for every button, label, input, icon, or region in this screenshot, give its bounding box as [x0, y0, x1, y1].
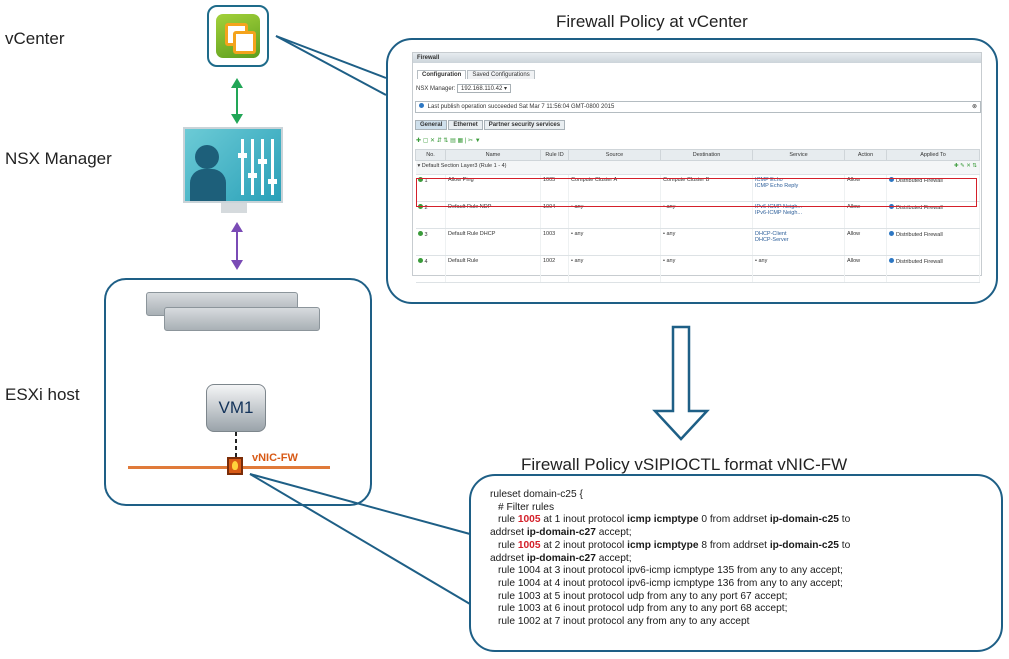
section-row[interactable]: ▾ Default Section Layer3 (Rule 1 - 4)✚ ✎…	[415, 160, 980, 175]
ruleset-rule-4: rule 1004 at 4 inout protocol ipv6-icmp …	[498, 577, 843, 589]
ruleset-line: ruleset domain-c25 {	[490, 489, 583, 500]
ruleset-bubble	[469, 474, 1003, 652]
ruleset-rule-2-cont: addrset ip-domain-c27 accept;	[490, 552, 632, 564]
col-rule-id[interactable]: Rule ID	[540, 149, 569, 161]
col-source[interactable]: Source	[568, 149, 661, 161]
subtab-partner[interactable]: Partner security services	[483, 120, 566, 130]
ruleset-rule-7: rule 1002 at 7 inout protocol any from a…	[498, 616, 750, 628]
ruleset-rule-5: rule 1003 at 5 inout protocol udp from a…	[498, 590, 788, 602]
vm1-box: VM1	[206, 384, 266, 432]
nsx-manager-label: NSX Manager	[5, 149, 112, 168]
server-icon-2	[164, 307, 320, 331]
col-name[interactable]: Name	[445, 149, 541, 161]
vnic-fw-label: vNIC-FW	[252, 452, 298, 464]
esxi-host-label: ESXi host	[5, 385, 80, 404]
toolbar-icons[interactable]: ✚ ▢ ✕ ⇵ ⇅ ▤ ▦ | ✂ ▼	[416, 138, 481, 144]
down-arrow-icon	[652, 325, 710, 441]
rule-highlight	[416, 178, 977, 207]
ruleset-rule-2: rule 1005 at 2 inout protocol icmp icmpt…	[498, 539, 851, 551]
esxi-host-box	[104, 278, 372, 506]
fw-policy-vcenter-title: Firewall Policy at vCenter	[556, 12, 748, 31]
close-icon[interactable]: ⊗	[971, 104, 977, 110]
section-actions[interactable]: ✚ ✎ ✕ ⇅	[953, 163, 977, 169]
vcenter-label: vCenter	[5, 29, 65, 48]
vm-vnic-link	[235, 432, 237, 458]
ruleset-rule-6: rule 1003 at 6 inout protocol udp from a…	[498, 603, 788, 615]
ruleset-comment: # Filter rules	[498, 501, 555, 513]
tab-saved-configurations[interactable]: Saved Configurations	[467, 70, 535, 79]
col-no[interactable]: No.	[415, 149, 446, 161]
firewall-header: Firewall	[413, 53, 981, 63]
info-icon	[419, 103, 424, 108]
tab-configuration[interactable]: Configuration	[417, 70, 467, 79]
ruleset-rule-1-cont: addrset ip-domain-c27 accept;	[490, 527, 632, 539]
nsx-manager-field-label: NSX Manager:	[416, 86, 456, 92]
ruleset-text: ruleset domain-c25 { # Filter rules rule…	[490, 489, 990, 629]
ruleset-rule-3: rule 1004 at 3 inout protocol ipv6-icmp …	[498, 565, 843, 577]
subtab-general[interactable]: General	[415, 120, 448, 130]
table-row[interactable]: 1 Allow Ping 1005 Compute Cluster A Comp…	[415, 174, 980, 202]
fw-policy-vsip-title: Firewall Policy vSIPIOCTL format vNIC-FW	[521, 455, 848, 474]
col-service[interactable]: Service	[752, 149, 845, 161]
col-applied-to[interactable]: Applied To	[886, 149, 980, 161]
rules-table: No. Name Rule ID Source Destination Serv…	[415, 149, 980, 283]
table-row[interactable]: 4 Default Rule 1002 • any • any • any Al…	[415, 255, 980, 283]
col-action[interactable]: Action	[844, 149, 887, 161]
nsx-manager-icon	[183, 127, 283, 213]
subtab-ethernet[interactable]: Ethernet	[448, 120, 483, 130]
publish-message: Last publish operation succeeded Sat Mar…	[427, 104, 615, 110]
table-header-row: No. Name Rule ID Source Destination Serv…	[415, 149, 980, 161]
table-row[interactable]: 3 Default Rule DHCP 1003 • any • any DHC…	[415, 228, 980, 256]
firewall-icon	[227, 457, 243, 475]
section-label: Default Section Layer3 (Rule 1 - 4)	[421, 163, 507, 169]
nsx-esxi-arrow	[231, 222, 243, 270]
vcenter-icon	[207, 5, 269, 67]
nsx-manager-select[interactable]: 192.168.110.42 ▾	[457, 84, 511, 93]
col-destination[interactable]: Destination	[660, 149, 753, 161]
vcenter-nsx-arrow	[231, 78, 243, 124]
enabled-icon	[417, 177, 423, 182]
ruleset-rule-1: rule 1005 at 1 inout protocol icmp icmpt…	[498, 514, 851, 526]
